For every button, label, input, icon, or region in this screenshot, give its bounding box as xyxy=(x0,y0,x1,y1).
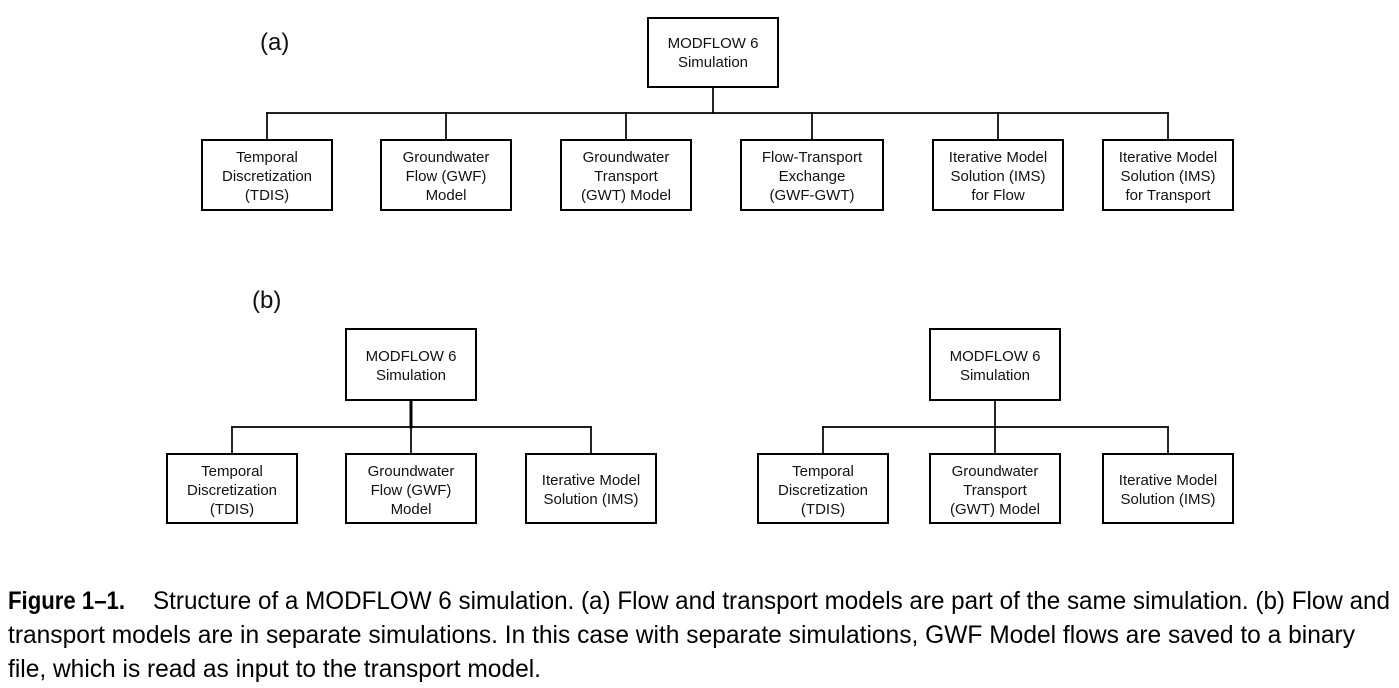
gwf-model-node: Groundwater Flow (GWF) Model xyxy=(345,453,477,524)
ims-flow-node: Iterative Model Solution (IMS) for Flow xyxy=(932,139,1064,211)
flow-simulation-tree: MODFLOW 6 Simulation Temporal Discretiza… xyxy=(166,328,657,524)
tdis-node: Temporal Discretization (TDIS) xyxy=(166,453,298,524)
node-label-line: Temporal xyxy=(792,463,854,480)
node-label-line: for Flow xyxy=(971,187,1025,204)
node-label-line: Exchange xyxy=(779,168,846,185)
node-label-line: (GWT) Model xyxy=(581,187,671,204)
caption-line: file, which is read as input to the tran… xyxy=(8,655,541,683)
node-label-line: Groundwater xyxy=(583,149,670,166)
ims-node: Iterative Model Solution (IMS) xyxy=(1102,453,1234,524)
tdis-node: Temporal Discretization (TDIS) xyxy=(201,139,333,211)
node-box xyxy=(1102,453,1234,524)
node-label-line: Simulation xyxy=(960,367,1030,384)
gwt-model-node: Groundwater Transport (GWT) Model xyxy=(929,453,1061,524)
simulation-node: MODFLOW 6 Simulation xyxy=(345,328,477,401)
gwf-model-node: Groundwater Flow (GWF) Model xyxy=(380,139,512,211)
node-label-line: Model xyxy=(391,501,432,518)
node-box xyxy=(1102,139,1234,211)
gwf-gwt-exchange-node: Flow-Transport Exchange (GWF-GWT) xyxy=(740,139,884,211)
node-label-line: Iterative Model xyxy=(1119,472,1217,489)
node-box xyxy=(560,139,692,211)
node-label-line: (TDIS) xyxy=(245,187,289,204)
node-label-line: Groundwater xyxy=(368,463,455,480)
node-label-line: Solution (IMS) xyxy=(1120,168,1215,185)
node-label-line: Solution (IMS) xyxy=(543,491,638,508)
node-box xyxy=(525,453,657,524)
node-box xyxy=(929,453,1061,524)
node-label-line: Simulation xyxy=(376,367,446,384)
gwt-model-node: Groundwater Transport (GWT) Model xyxy=(560,139,692,211)
node-label-line: Groundwater xyxy=(952,463,1039,480)
node-label-line: Iterative Model xyxy=(542,472,640,489)
ims-node: Iterative Model Solution (IMS) xyxy=(525,453,657,524)
caption-line: Structure of a MODFLOW 6 simulation. (a)… xyxy=(153,587,1390,615)
transport-simulation-tree: MODFLOW 6 Simulation Temporal Discretiza… xyxy=(757,328,1234,524)
node-label-line: MODFLOW 6 xyxy=(950,348,1041,365)
node-label-line: Flow (GWF) xyxy=(406,168,487,185)
node-label-line: (GWF-GWT) xyxy=(770,187,855,204)
node-box xyxy=(166,453,298,524)
node-box xyxy=(757,453,889,524)
node-label-line: (TDIS) xyxy=(210,501,254,518)
node-label-line: Discretization xyxy=(222,168,312,185)
node-label-line: Flow (GWF) xyxy=(371,482,452,499)
node-box xyxy=(345,328,477,401)
node-box xyxy=(929,328,1061,401)
node-label-line: MODFLOW 6 xyxy=(366,348,457,365)
node-label-line: Temporal xyxy=(201,463,263,480)
node-label-line: Discretization xyxy=(187,482,277,499)
ims-transport-node: Iterative Model Solution (IMS) for Trans… xyxy=(1102,139,1234,211)
node-label-line: Flow-Transport xyxy=(762,149,863,166)
simulation-node: MODFLOW 6 Simulation xyxy=(647,17,779,88)
node-label-line: Solution (IMS) xyxy=(1120,491,1215,508)
node-box xyxy=(932,139,1064,211)
panel-a-label: (a) xyxy=(260,29,289,56)
tdis-node: Temporal Discretization (TDIS) xyxy=(757,453,889,524)
node-box xyxy=(380,139,512,211)
figure-number: Figure 1–1. xyxy=(8,587,125,615)
node-label-line: Iterative Model xyxy=(949,149,1047,166)
node-label-line: for Transport xyxy=(1125,187,1211,204)
node-label-line: Groundwater xyxy=(403,149,490,166)
node-box xyxy=(345,453,477,524)
node-label-line: (TDIS) xyxy=(801,501,845,518)
simulation-node: MODFLOW 6 Simulation xyxy=(929,328,1061,401)
panel-b: (b) MODFLOW 6 Simulation Temporal Discre… xyxy=(166,287,1234,524)
node-label-line: Discretization xyxy=(778,482,868,499)
node-label-line: Transport xyxy=(594,168,658,185)
node-label-line: Transport xyxy=(963,482,1027,499)
node-label-line: Temporal xyxy=(236,149,298,166)
panel-b-label: (b) xyxy=(252,287,281,314)
node-box xyxy=(647,17,779,88)
caption-line: transport models are in separate simulat… xyxy=(8,621,1355,649)
node-label-line: (GWT) Model xyxy=(950,501,1040,518)
node-label-line: MODFLOW 6 xyxy=(668,35,759,52)
panel-a: (a) MODFLOW 6 Simulation Temporal Discre… xyxy=(201,17,1234,211)
node-label-line: Model xyxy=(426,187,467,204)
node-label-line: Simulation xyxy=(678,54,748,71)
node-box xyxy=(740,139,884,211)
node-box xyxy=(201,139,333,211)
figure-caption: Figure 1–1. Structure of a MODFLOW 6 sim… xyxy=(8,587,1390,683)
node-label-line: Solution (IMS) xyxy=(950,168,1045,185)
node-label-line: Iterative Model xyxy=(1119,149,1217,166)
